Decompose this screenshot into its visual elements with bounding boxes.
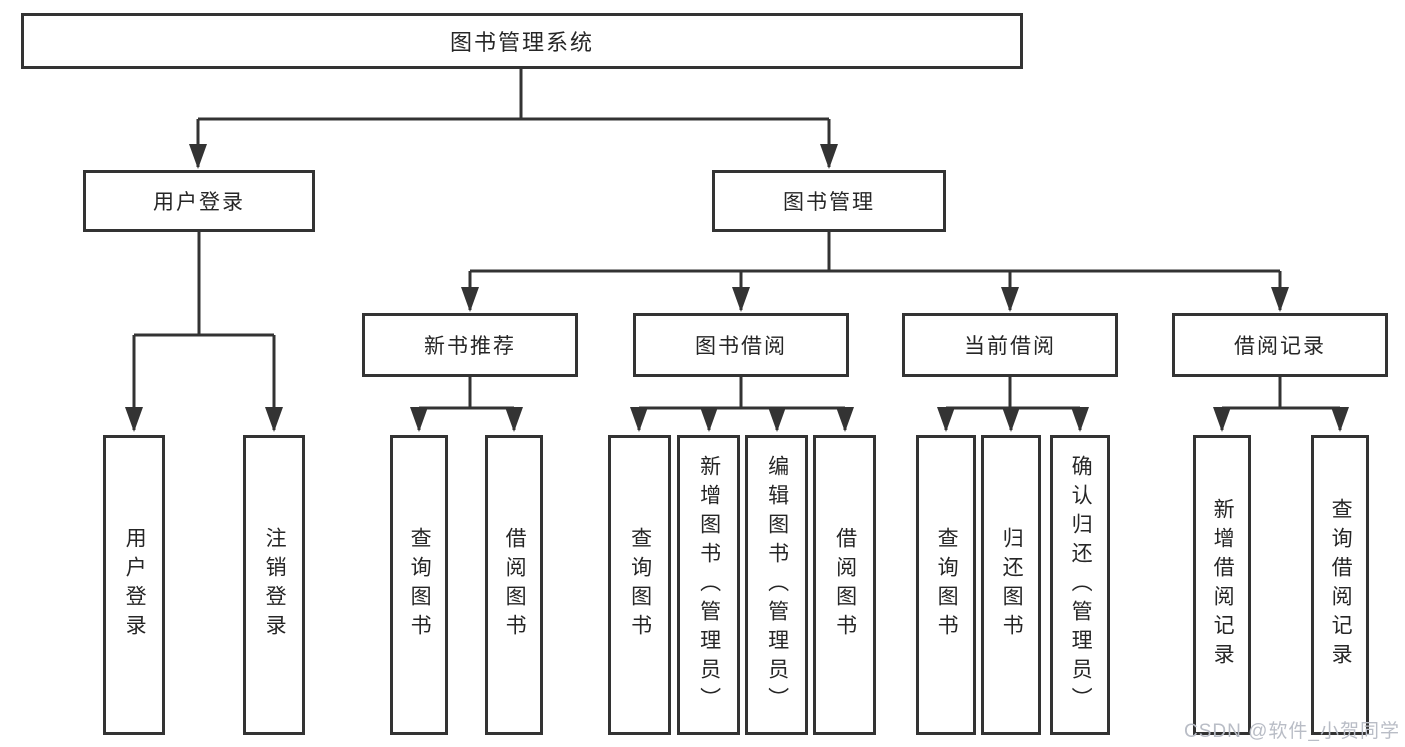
csdn-watermark: CSDN @软件_小贺同学 bbox=[1184, 721, 1400, 742]
leaf-query-borrow-record: 查询借阅记录 bbox=[1311, 435, 1369, 735]
leaf-add-books-admin: 新增图书（管理员） bbox=[677, 435, 740, 735]
leaf-return-books: 归还图书 bbox=[981, 435, 1041, 735]
node-root: 图书管理系统 bbox=[21, 13, 1023, 69]
leaf-label: 查询借阅记录 bbox=[1329, 498, 1353, 672]
leaf-label: 借阅图书 bbox=[503, 527, 527, 643]
leaf-label: 查询图书 bbox=[935, 527, 959, 643]
node-book-management: 图书管理 bbox=[712, 170, 946, 232]
node-book-borrow: 图书借阅 bbox=[633, 313, 849, 377]
leaf-query-books-current: 查询图书 bbox=[916, 435, 976, 735]
node-current-borrow: 当前借阅 bbox=[902, 313, 1118, 377]
leaf-label: 查询图书 bbox=[628, 527, 652, 643]
leaf-add-borrow-record: 新增借阅记录 bbox=[1193, 435, 1251, 735]
leaf-edit-books-admin: 编辑图书（管理员） bbox=[745, 435, 808, 735]
leaf-label: 编辑图书（管理员） bbox=[765, 454, 789, 716]
leaf-label: 查询图书 bbox=[408, 527, 432, 643]
node-new-book-recommend: 新书推荐 bbox=[362, 313, 578, 377]
leaf-label: 借阅图书 bbox=[833, 527, 857, 643]
leaf-logout: 注销登录 bbox=[243, 435, 305, 735]
leaf-user-login: 用户登录 bbox=[103, 435, 165, 735]
leaf-query-books-newbook: 查询图书 bbox=[390, 435, 448, 735]
leaf-query-books-borrowing: 查询图书 bbox=[608, 435, 671, 735]
leaf-label: 新增图书（管理员） bbox=[697, 454, 721, 716]
leaf-borrow-books-newbook: 借阅图书 bbox=[485, 435, 543, 735]
leaf-label: 用户登录 bbox=[123, 527, 147, 643]
leaf-borrow-books-borrowing: 借阅图书 bbox=[813, 435, 876, 735]
leaf-label: 新增借阅记录 bbox=[1211, 498, 1235, 672]
leaf-confirm-return-admin: 确认归还（管理员） bbox=[1050, 435, 1110, 735]
leaf-label: 注销登录 bbox=[263, 527, 287, 643]
leaf-label: 归还图书 bbox=[1000, 527, 1024, 643]
node-borrow-record: 借阅记录 bbox=[1172, 313, 1388, 377]
node-user-login: 用户登录 bbox=[83, 170, 315, 232]
leaf-label: 确认归还（管理员） bbox=[1069, 454, 1093, 716]
